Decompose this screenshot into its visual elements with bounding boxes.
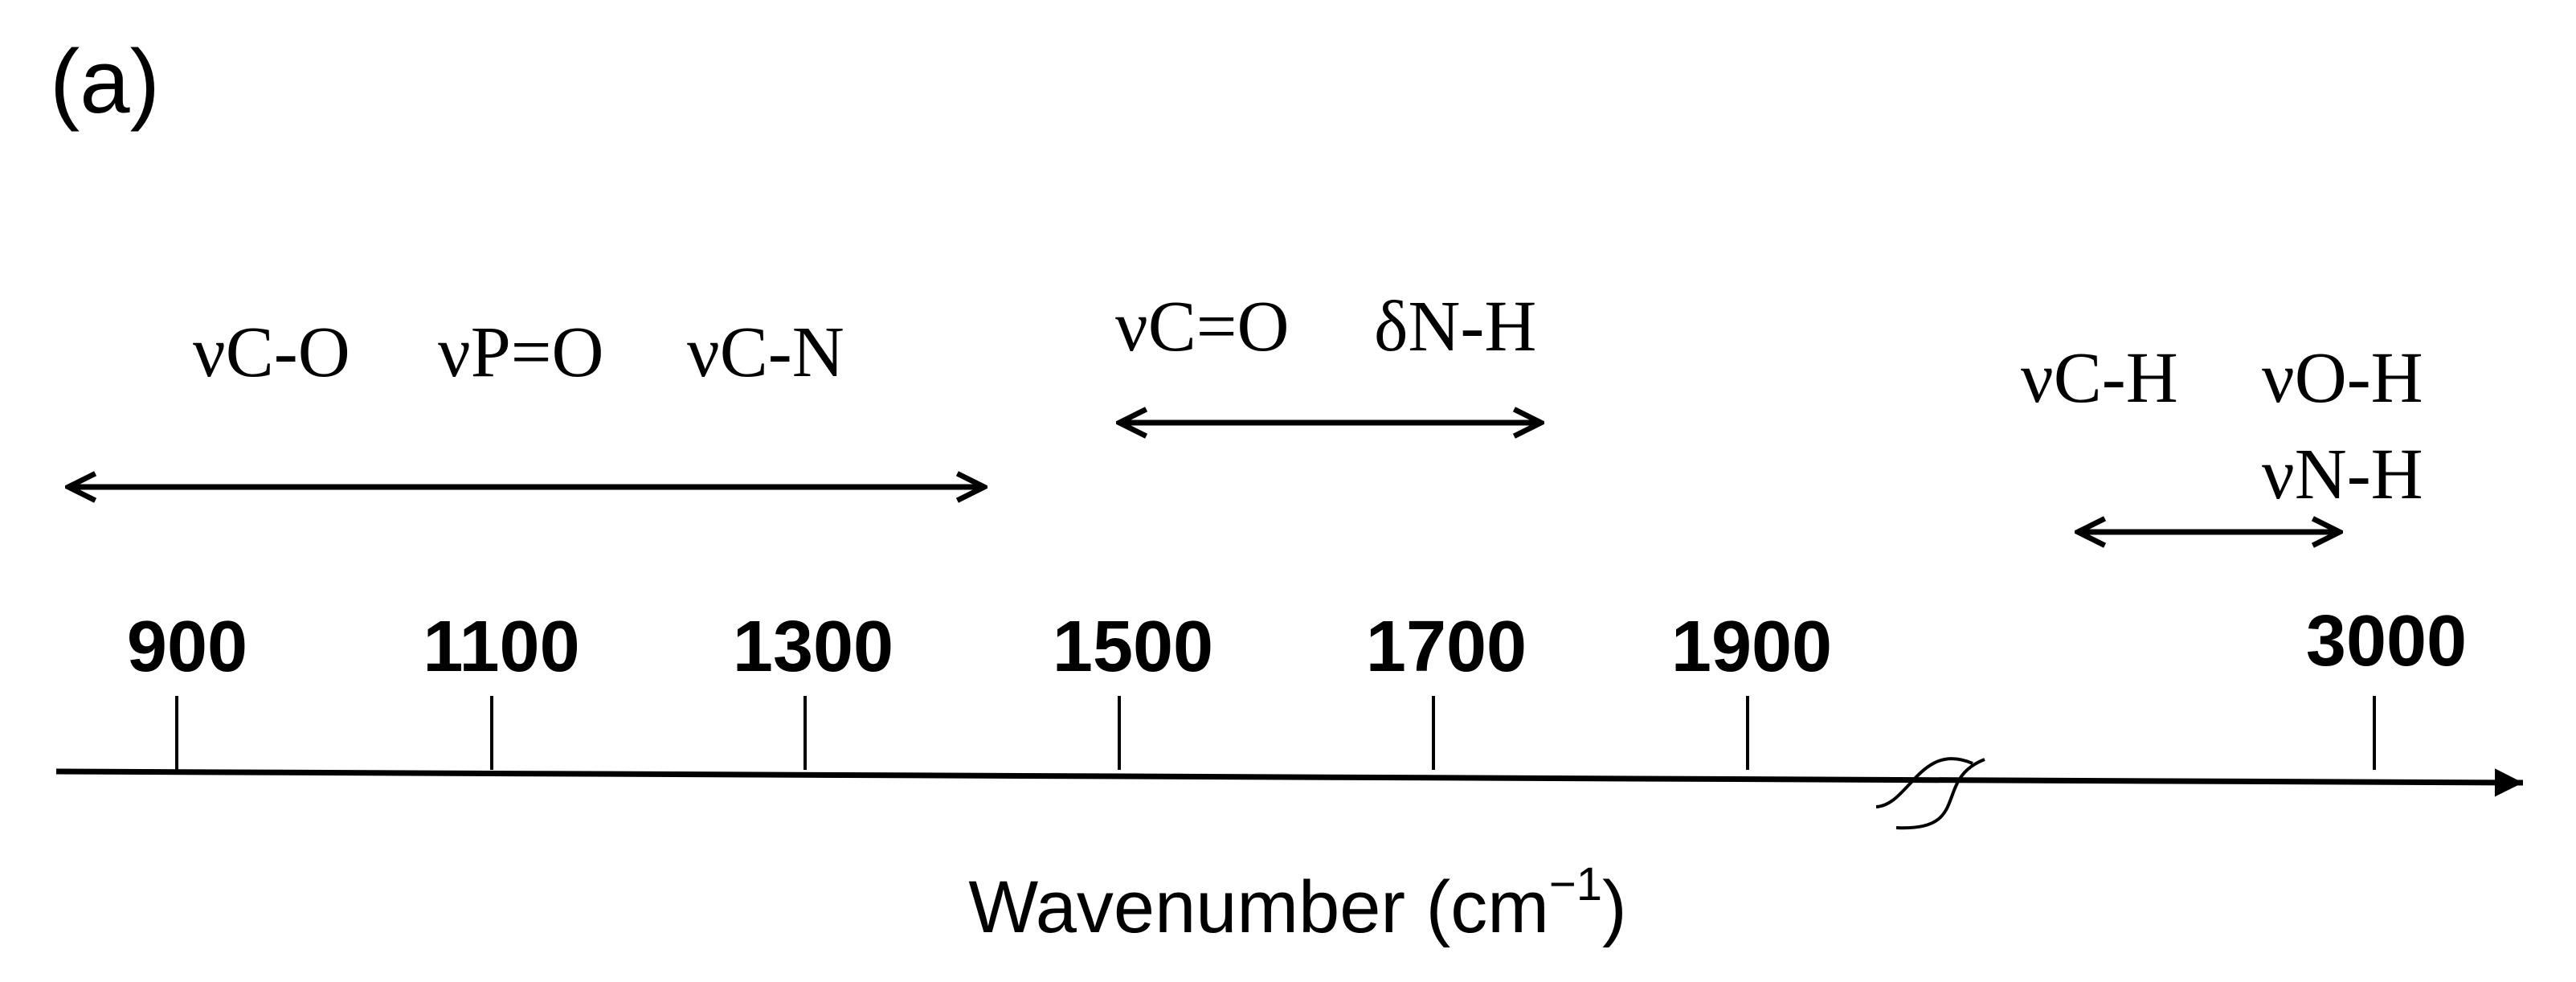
band-label: νN-H <box>2262 435 2423 514</box>
tick-label: 1500 <box>1053 607 1213 687</box>
band-label: νC-O <box>193 313 350 392</box>
tick-labels: 900 1100 1300 1500 1700 1900 3000 <box>127 601 2467 687</box>
band-label: νC-N <box>687 313 844 392</box>
band-label: δN-H <box>1374 287 1536 366</box>
panel-label: (a) <box>50 31 160 132</box>
axis-break-icon <box>1875 757 1985 830</box>
band-label: νO-H <box>2262 338 2423 418</box>
band-label: νC-H <box>2021 338 2178 418</box>
tick-label: 1300 <box>733 607 893 687</box>
axis-ticks <box>175 696 2376 770</box>
band-group-1: νC-O νP=O νC-N <box>68 313 984 487</box>
axis-title-text: Wavenumber (cm <box>968 866 1549 948</box>
tick-label: 1700 <box>1366 607 1527 687</box>
axis-title-superscript: −1 <box>1549 858 1602 910</box>
axis-title: Wavenumber (cm−1) <box>968 858 1626 948</box>
tick-label: 3000 <box>2306 601 2467 681</box>
axis-line <box>55 768 2524 797</box>
axis-title-close: ) <box>1602 866 1627 948</box>
band-group-3: νC-H νO-H νN-H <box>2021 338 2423 532</box>
band-group-2: νC=O δN-H <box>1115 287 1541 423</box>
tick-label: 1900 <box>1671 607 1832 687</box>
tick-label: 900 <box>127 607 247 687</box>
band-label: νP=O <box>438 313 604 392</box>
tick-label: 1100 <box>423 607 579 687</box>
band-label: νC=O <box>1115 287 1289 366</box>
